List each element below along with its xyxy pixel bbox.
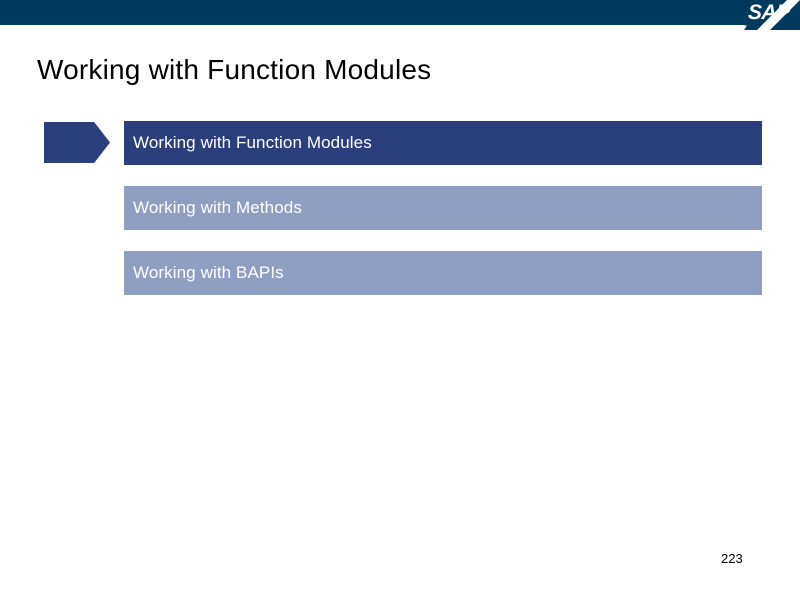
header-band xyxy=(0,0,800,30)
agenda-item-function-modules[interactable]: Working with Function Modules xyxy=(124,121,762,165)
agenda-item-bapis[interactable]: Working with BAPIs xyxy=(124,251,762,295)
agenda-list: Working with Function Modules Working wi… xyxy=(124,121,762,295)
page-title: Working with Function Modules xyxy=(37,54,432,85)
arrow-right-icon xyxy=(44,122,110,163)
agenda-item-label: Working with Methods xyxy=(133,198,302,217)
agenda-item-methods[interactable]: Working with Methods xyxy=(124,186,762,230)
sap-logo: SAP xyxy=(747,1,791,24)
agenda-item-label: Working with BAPIs xyxy=(133,263,284,282)
agenda-item-label: Working with Function Modules xyxy=(133,133,372,152)
page-number: 223 xyxy=(721,551,743,566)
